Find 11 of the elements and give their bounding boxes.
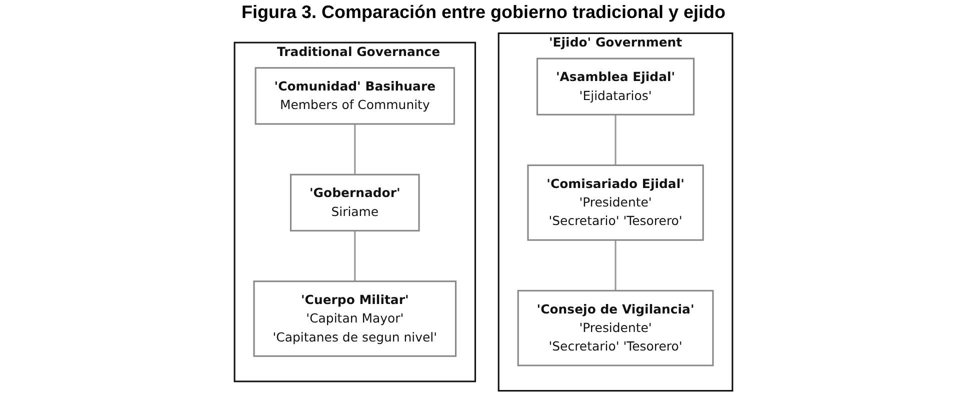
node-box: 'Gobernador' Siriame bbox=[290, 174, 420, 232]
connector bbox=[354, 230, 356, 282]
node-box: 'Consejo de Vigilancia' 'Presidente' 'Secretario' 'Tesorero' bbox=[517, 290, 714, 366]
node-box: 'Comisariado Ejidal' 'Presidente' 'Secretario' 'Tesorero' bbox=[527, 164, 704, 241]
connector bbox=[354, 124, 356, 175]
connector bbox=[614, 240, 616, 291]
connector bbox=[614, 114, 616, 166]
node-box: 'Cuerpo Militar' 'Capitan Mayor' 'Capitanes de segun nivel' bbox=[253, 280, 457, 357]
node-box: 'Comunidad' Basihuare Members of Community bbox=[254, 67, 456, 125]
node-box: 'Asamblea Ejidal' 'Ejidatarios' bbox=[536, 58, 695, 116]
figure-title: Figura 3. Comparación entre gobierno tradicional y ejido bbox=[240, 2, 727, 23]
